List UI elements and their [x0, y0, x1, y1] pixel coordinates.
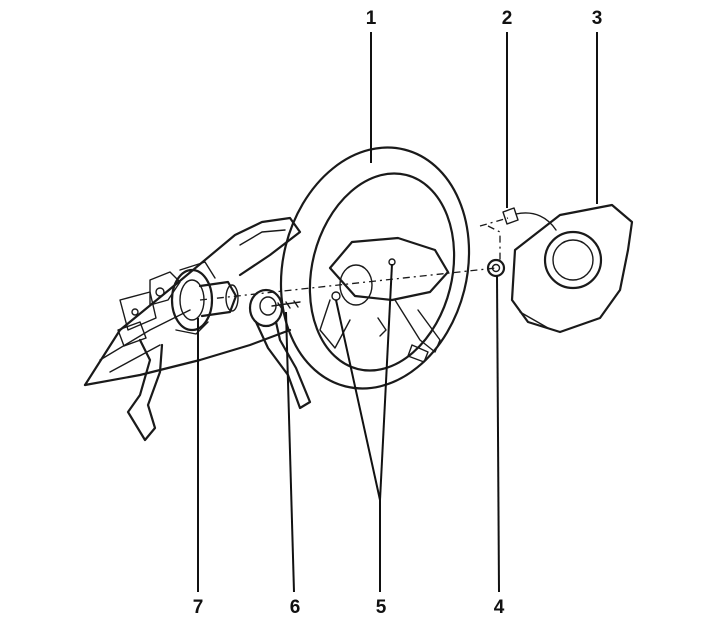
leader-6 — [285, 311, 295, 593]
leader-5b — [379, 263, 393, 501]
callout-5: 5 — [375, 597, 387, 618]
leader-4 — [496, 275, 500, 593]
leader-5a — [335, 299, 381, 501]
callout-7: 7 — [192, 597, 204, 618]
lever-switch — [248, 288, 312, 410]
pedal-assembly — [117, 271, 181, 442]
steering-wheel — [279, 146, 471, 390]
alignment-lines — [199, 217, 509, 301]
airbag-connector — [502, 207, 557, 231]
callout-2: 2 — [501, 8, 513, 29]
airbag-module — [510, 203, 634, 334]
callout-3: 3 — [591, 8, 603, 29]
callout-1: 1 — [365, 8, 377, 29]
callout-4: 4 — [493, 597, 505, 618]
callout-6: 6 — [289, 597, 301, 618]
dashboard-panel — [83, 216, 302, 387]
leader-lines — [197, 32, 598, 593]
steering-column — [170, 261, 239, 335]
